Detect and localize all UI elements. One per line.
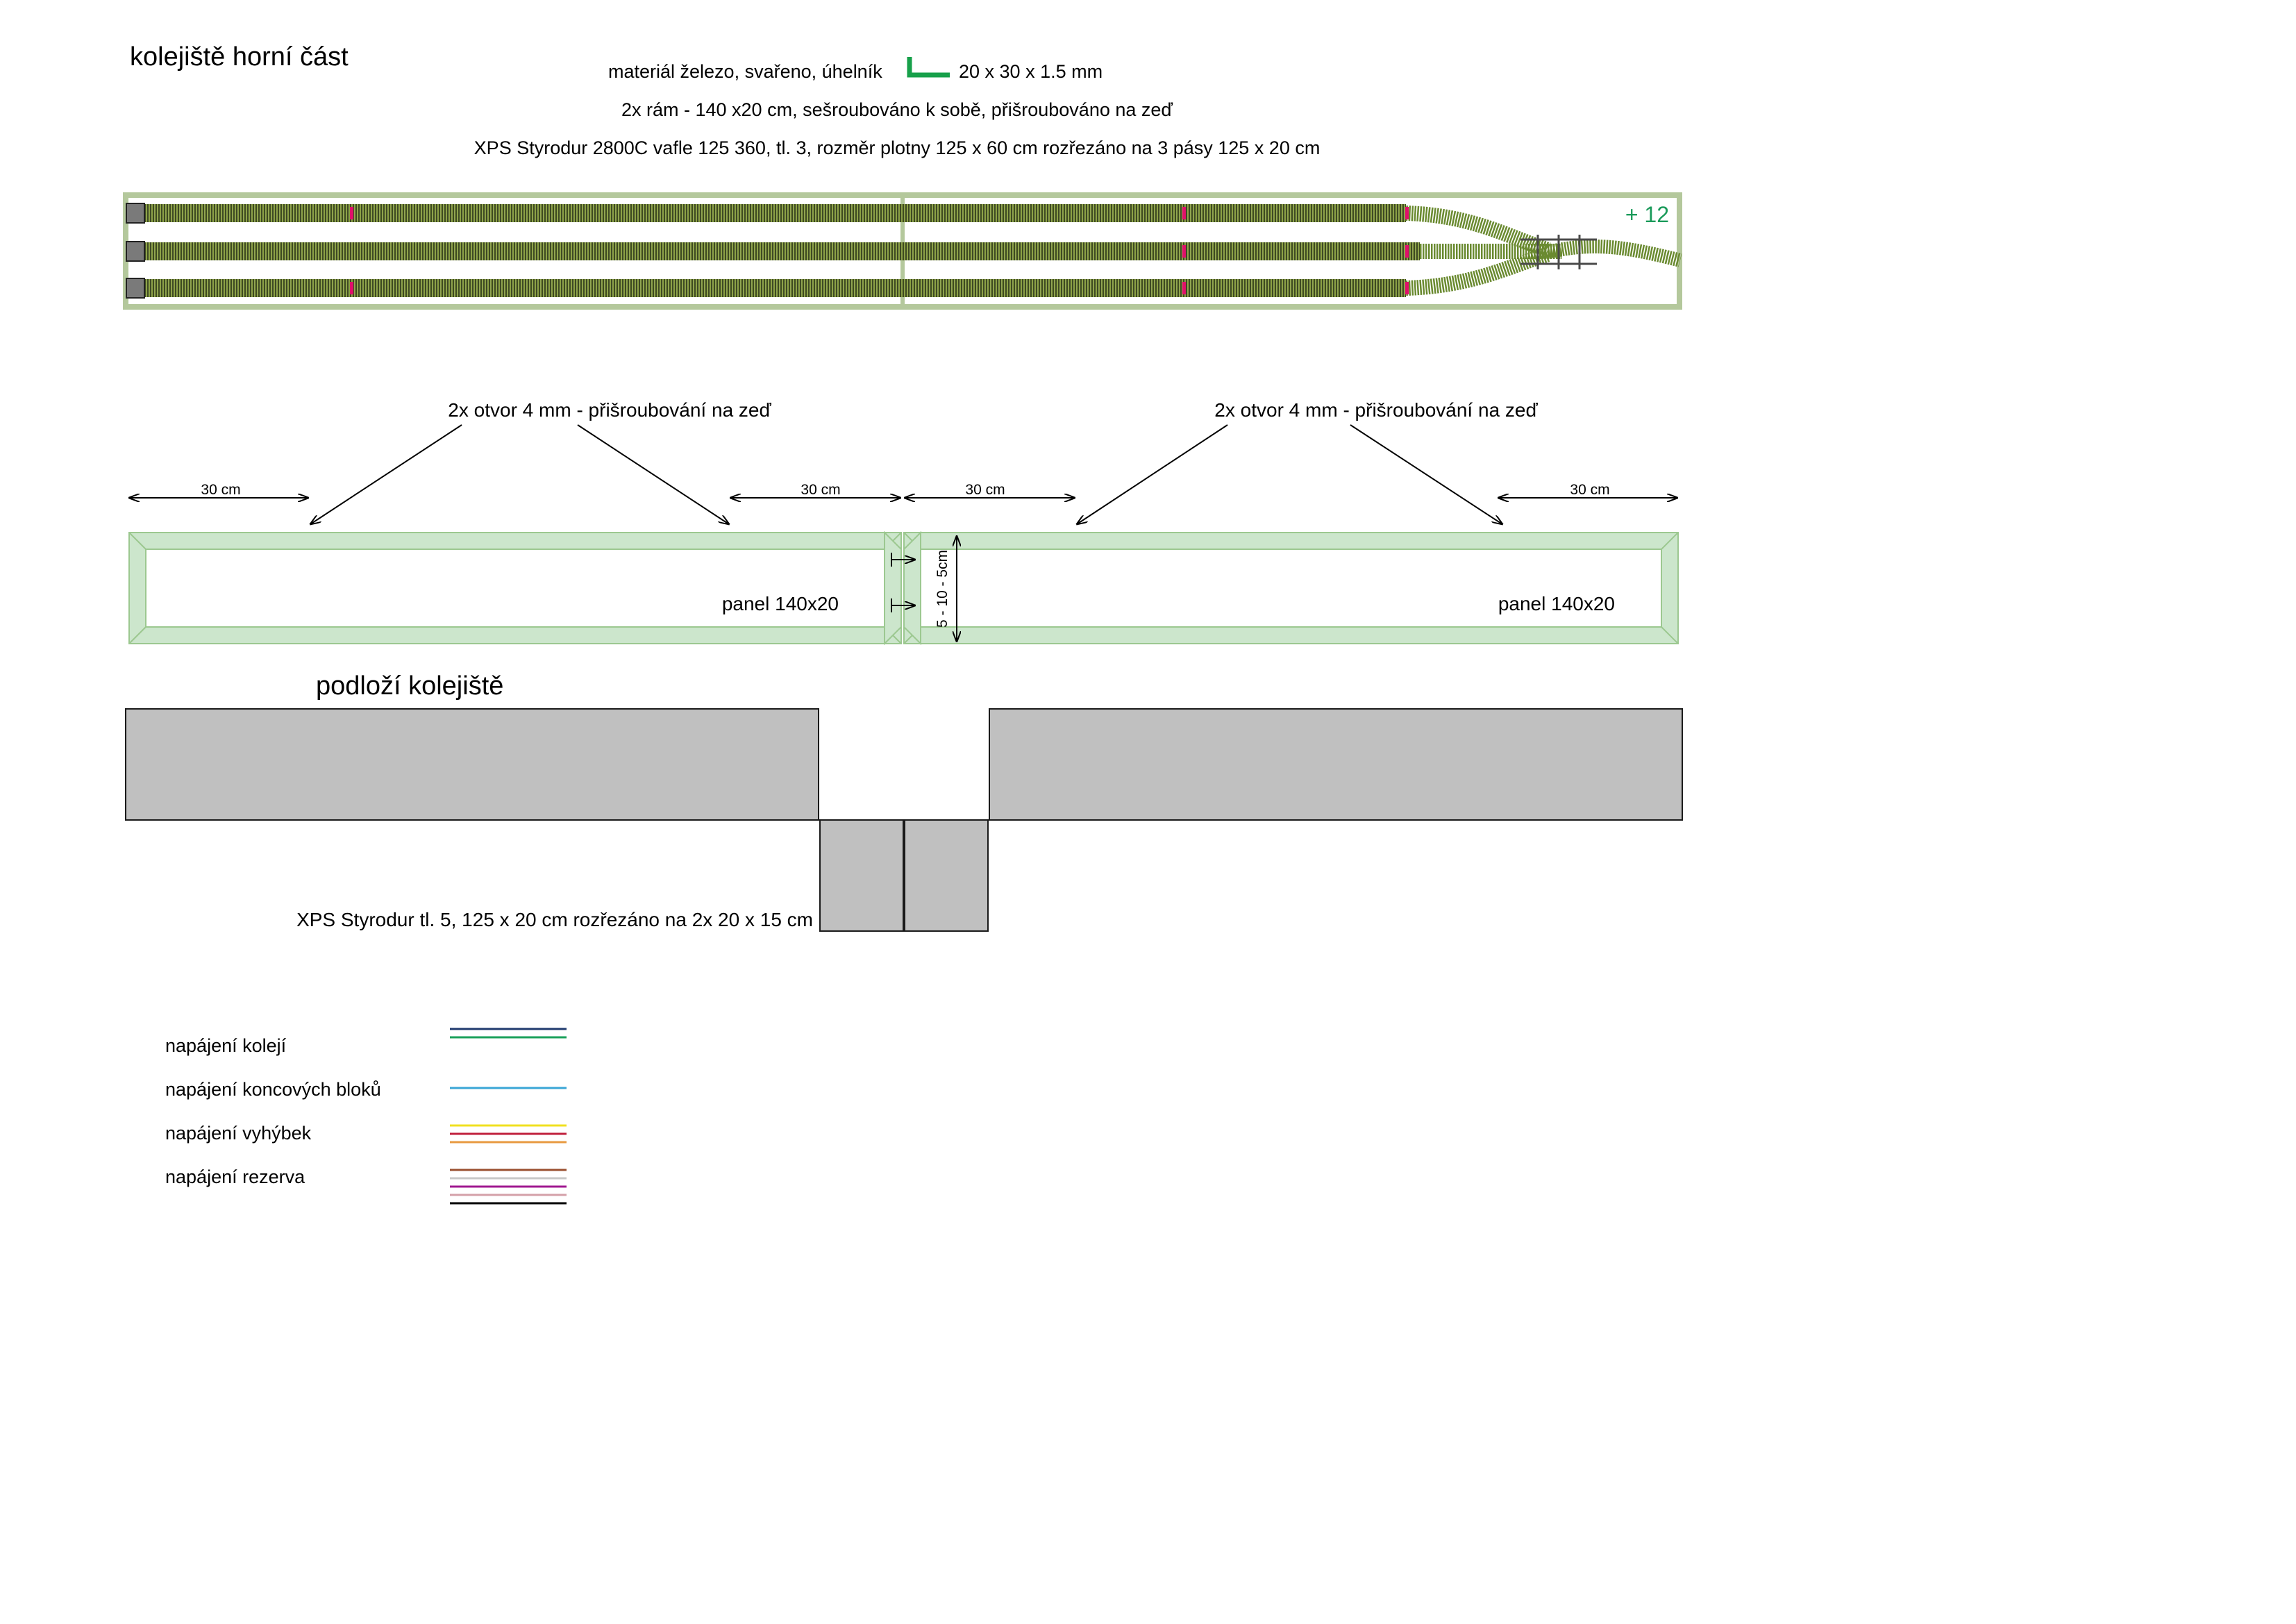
feeder-mark [350, 282, 353, 294]
panel-left-label: panel 140x20 [722, 593, 839, 614]
track-curve-upper [1405, 206, 1551, 258]
buffer-stop-icon [126, 241, 145, 262]
panel-right-label: panel 140x20 [1498, 593, 1615, 614]
legend-label-reserve: napájení rezerva [165, 1166, 305, 1187]
track-2 [142, 242, 1420, 260]
angle-bracket-icon [907, 57, 950, 78]
base-block-small-1 [819, 819, 904, 932]
legend-label-track: napájení kolejí [165, 1035, 287, 1056]
feeder-marks [350, 207, 1409, 294]
hole-leaders [310, 424, 1502, 524]
material-note: materiál železo, svařeno, úhelník [608, 61, 882, 82]
base-block-left [125, 708, 819, 821]
dim-label-4: 30 cm [1570, 482, 1609, 498]
base-note: XPS Styrodur tl. 5, 125 x 20 cm rozřezán… [296, 909, 813, 930]
feeder-mark [1405, 207, 1409, 219]
feeder-mark [1182, 207, 1186, 219]
vertical-dim-label: 5 - 10 - 5cm [935, 550, 950, 628]
feeder-mark [1405, 282, 1409, 294]
legend-label-turnouts: napájení vyhýbek [165, 1123, 312, 1144]
feeder-mark [1182, 282, 1186, 294]
material-dimensions: 20 x 30 x 1.5 mm [959, 61, 1103, 82]
track-count-badge: + 12 [1625, 202, 1669, 227]
dim-label-3: 30 cm [965, 482, 1005, 498]
track-plan: + 12 [123, 192, 1682, 310]
legend-lines [450, 1028, 567, 1205]
feeder-mark [1182, 245, 1186, 258]
holes-label-right: 2x otvor 4 mm - přišroubování na zeď [1214, 399, 1538, 421]
panel-right [903, 532, 1679, 644]
page-title: kolejiště horní část [130, 42, 349, 72]
feeder-mark [350, 207, 353, 219]
dim-label-1: 30 cm [201, 482, 240, 498]
base-title: podloží kolejiště [316, 671, 503, 701]
xps-note: XPS Styrodur 2800C vafle 125 360, tl. 3,… [474, 137, 1321, 158]
track-exit [1546, 240, 1682, 267]
base-block-right [989, 708, 1683, 821]
panel-left [128, 532, 902, 644]
frame-panels [128, 530, 1679, 646]
track-curve-lower [1405, 246, 1551, 296]
frame-note: 2x rám - 140 x20 cm, sešroubováno k sobě… [621, 99, 1173, 120]
holes-label-left: 2x otvor 4 mm - přišroubování na zeď [448, 399, 771, 421]
feeder-mark [1405, 245, 1409, 258]
track-3 [142, 279, 1406, 297]
vertical-dimension [891, 536, 957, 642]
base-block-small-2 [904, 819, 989, 932]
base-blocks [125, 708, 1683, 932]
buffer-stop-icon [126, 278, 145, 299]
track-1 [142, 204, 1406, 222]
buffer-stop-icon [126, 203, 145, 224]
dim-label-2: 30 cm [801, 482, 840, 498]
switch-throat [1520, 235, 1597, 269]
wiring-legend: napájení kolejí napájení koncových bloků… [165, 1028, 567, 1205]
panel-left-inner [145, 549, 885, 628]
panel-right-inner [920, 549, 1662, 628]
legend-label-end-blocks: napájení koncových bloků [165, 1079, 381, 1100]
